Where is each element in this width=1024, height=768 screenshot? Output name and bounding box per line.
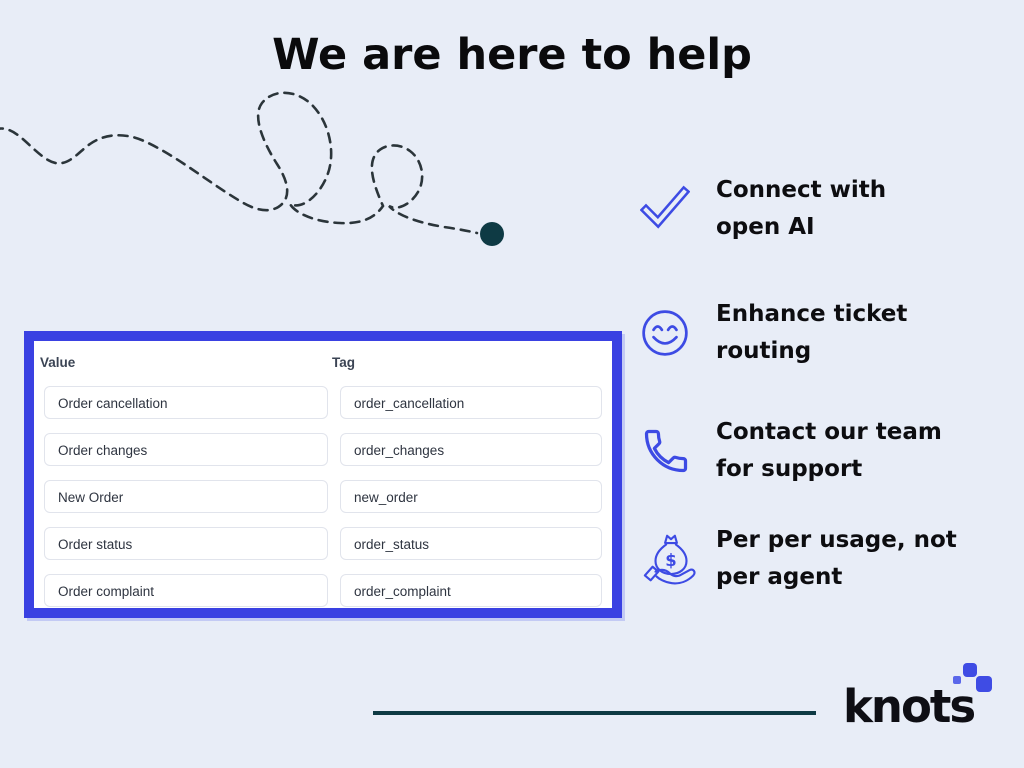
feature-item-pricing: $ Per per usage, not per agent [640, 522, 1024, 596]
smiley-icon [640, 308, 702, 358]
tag-input[interactable]: order_status [340, 527, 602, 560]
logo-square-small [953, 676, 961, 684]
feature-text: Connect with open AI [716, 177, 887, 240]
feature-text: Enhance ticket routing [716, 301, 908, 364]
feature-item-connect: Connect with open AI [640, 172, 1024, 246]
table-row: Order complaint order_complaint [36, 574, 602, 607]
table-row: Order status order_status [36, 527, 602, 560]
tag-input[interactable]: order_cancellation [340, 386, 602, 419]
feature-text: Per per usage, not per agent [716, 527, 957, 590]
column-header-tag: Tag [332, 355, 355, 370]
page-title: We are here to help [272, 30, 752, 80]
value-input[interactable]: Order status [44, 527, 328, 560]
value-input[interactable]: Order complaint [44, 574, 328, 607]
tag-input[interactable]: order_changes [340, 433, 602, 466]
feature-item-routing: Enhance ticket routing [640, 296, 1024, 370]
knots-logo-text: knots [843, 680, 976, 733]
value-input[interactable]: Order cancellation [44, 386, 328, 419]
feature-item-support: Contact our team for support [640, 414, 1024, 488]
svg-text:$: $ [665, 551, 676, 570]
tag-input[interactable]: order_complaint [340, 574, 602, 607]
table-row: Order cancellation order_cancellation [36, 386, 602, 419]
table-row: Order changes order_changes [36, 433, 602, 466]
knots-logo: knots [843, 660, 1013, 740]
check-icon [640, 184, 702, 234]
tag-input[interactable]: new_order [340, 480, 602, 513]
column-header-value: Value [40, 355, 76, 370]
value-input[interactable]: Order changes [44, 433, 328, 466]
logo-square-large [976, 676, 992, 692]
end-dot [480, 222, 504, 246]
divider-line [373, 711, 816, 715]
logo-square-medium [963, 663, 977, 677]
value-input[interactable]: New Order [44, 480, 328, 513]
feature-text: Contact our team for support [716, 419, 942, 482]
table-header-row: Value Tag [36, 355, 602, 370]
table-row: New Order new_order [36, 480, 602, 513]
money-bag-icon: $ [640, 528, 702, 590]
mapping-table-card: Value Tag Order cancellation order_cance… [24, 331, 622, 618]
phone-icon [640, 425, 702, 477]
